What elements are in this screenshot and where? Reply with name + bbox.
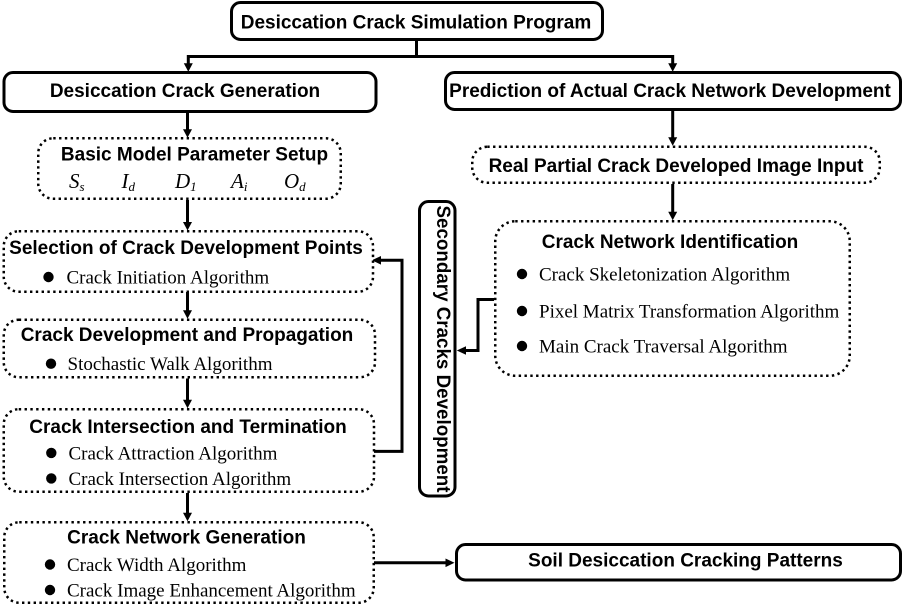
svg-text:Desiccation Crack Generation: Desiccation Crack Generation	[50, 81, 320, 102]
svg-text:Crack Intersection and Termina: Crack Intersection and Termination	[29, 417, 346, 438]
svg-text:Prediction of Actual Crack Net: Prediction of Actual Crack Network Devel…	[449, 81, 891, 102]
svg-text:Crack Width Algorithm: Crack Width Algorithm	[67, 555, 247, 576]
svg-text:Stochastic Walk Algorithm: Stochastic Walk Algorithm	[68, 354, 273, 375]
svg-text:Crack Development and Propagat: Crack Development and Propagation	[21, 325, 354, 346]
svg-text:Crack Network Generation: Crack Network Generation	[67, 528, 306, 549]
svg-text:Crack Intersection Algorithm: Crack Intersection Algorithm	[69, 469, 292, 490]
svg-text:Crack Initiation Algorithm: Crack Initiation Algorithm	[67, 268, 270, 289]
svg-text:Real Partial Crack Developed I: Real Partial Crack Developed Image Input	[489, 156, 865, 177]
svg-text:Soil Desiccation Cracking Patt: Soil Desiccation Cracking Patterns	[528, 551, 843, 572]
svg-text:Desiccation Crack Simulation P: Desiccation Crack Simulation Program	[241, 13, 592, 34]
svg-text:Selection of Crack Development: Selection of Crack Development Points	[9, 238, 363, 259]
svg-text:Crack Skeletonization Algorith: Crack Skeletonization Algorithm	[539, 265, 790, 286]
svg-text:Pixel Matrix Transformation Al: Pixel Matrix Transformation Algorithm	[539, 302, 840, 323]
svg-text:Crack Attraction Algorithm: Crack Attraction Algorithm	[69, 443, 278, 464]
svg-text:Basic Model Parameter Setup: Basic Model Parameter Setup	[61, 145, 328, 166]
svg-text:Secondary Cracks Development: Secondary Cracks Development	[432, 206, 453, 494]
svg-text:Main Crack Traversal Algorithm: Main Crack Traversal Algorithm	[539, 337, 788, 358]
svg-text:Crack Image Enhancement Algori: Crack Image Enhancement Algorithm	[67, 581, 356, 602]
svg-text:Ai: Ai	[229, 169, 248, 194]
svg-text:Crack Network Identification: Crack Network Identification	[542, 232, 799, 253]
